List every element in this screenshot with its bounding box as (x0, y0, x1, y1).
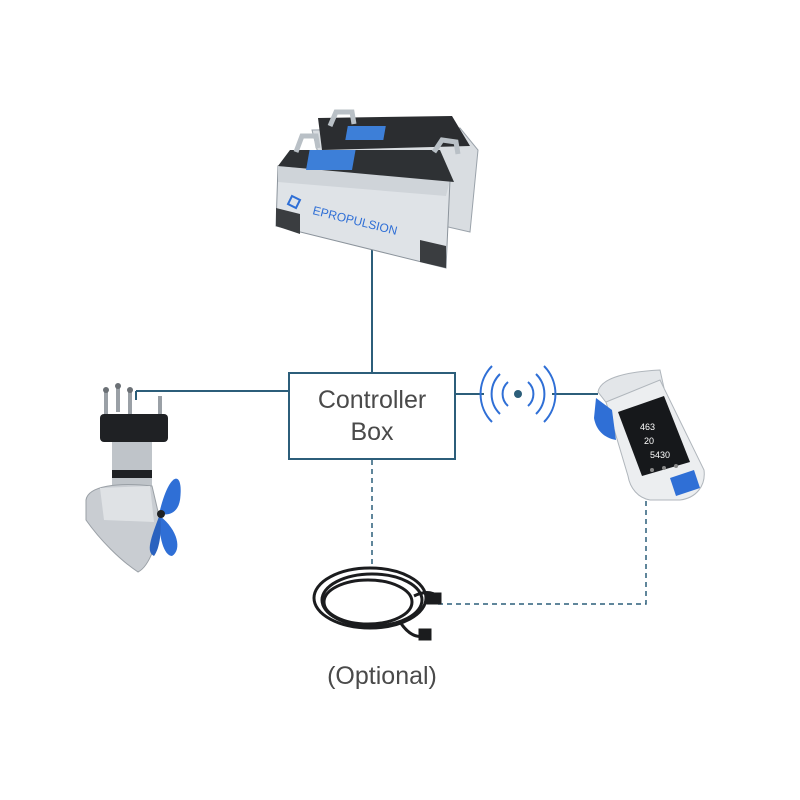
controller-box: Controller Box (288, 372, 456, 460)
wireless-signal-icon (479, 365, 557, 423)
pod-motor-icon (85, 383, 181, 573)
cable-coil-icon (312, 566, 442, 641)
svg-text:463: 463 (640, 422, 655, 432)
svg-text:20: 20 (644, 436, 654, 446)
remote-throttle-icon: 463 20 5430 (594, 369, 705, 501)
optional-label: (Optional) (327, 662, 437, 690)
connection-lines (135, 240, 647, 605)
controller-box-label-line2: Box (350, 418, 394, 446)
svg-text:5430: 5430 (650, 450, 670, 460)
cable-to-remote-dashed (438, 496, 647, 605)
battery-pack-icon (275, 109, 479, 269)
controller-box-label-line1: Controller (317, 386, 427, 414)
